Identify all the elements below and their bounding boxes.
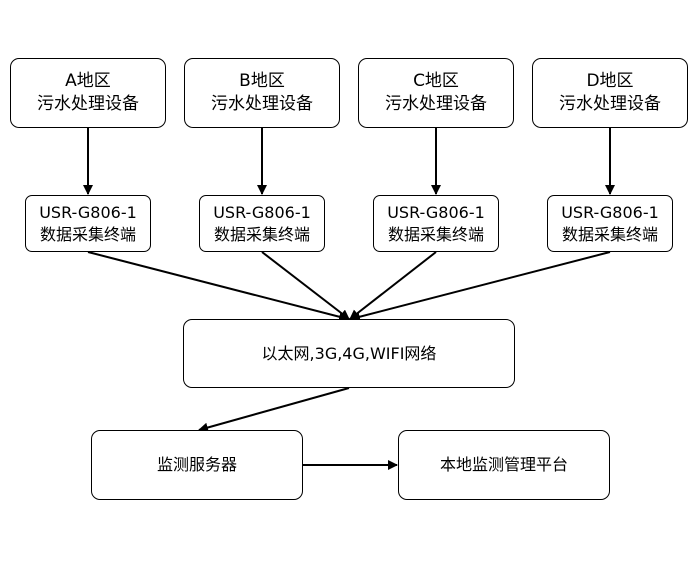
terminal-b-model: USR-G806-1 bbox=[213, 202, 311, 222]
network-box: 以太网,3G,4G,WIFI网络 bbox=[183, 319, 515, 388]
region-c-name: C地区 bbox=[413, 71, 459, 91]
server-label: 监测服务器 bbox=[156, 455, 237, 474]
region-d-name: D地区 bbox=[586, 71, 634, 91]
region-a-box: A地区 污水处理设备 bbox=[10, 58, 166, 128]
arrow-terminal-b-to-network bbox=[261, 251, 350, 320]
region-b-name: B地区 bbox=[239, 71, 285, 91]
terminal-c-box: USR-G806-1 数据采集终端 bbox=[373, 195, 499, 252]
region-d-device: 污水处理设备 bbox=[559, 94, 661, 114]
terminal-d-label: 数据采集终端 bbox=[561, 224, 658, 244]
terminal-c-label: 数据采集终端 bbox=[387, 224, 484, 244]
arrow-network-to-server bbox=[198, 387, 350, 433]
region-b-device: 污水处理设备 bbox=[211, 94, 313, 114]
terminal-d-box: USR-G806-1 数据采集终端 bbox=[547, 195, 673, 252]
platform-box: 本地监测管理平台 bbox=[398, 430, 610, 500]
region-a-name: A地区 bbox=[65, 71, 111, 91]
region-c-device: 污水处理设备 bbox=[385, 94, 487, 114]
arrow-terminal-a-to-network bbox=[87, 251, 349, 322]
terminal-b-box: USR-G806-1 数据采集终端 bbox=[199, 195, 325, 252]
terminal-d-model: USR-G806-1 bbox=[561, 202, 659, 222]
region-d-box: D地区 污水处理设备 bbox=[532, 58, 688, 128]
region-b-box: B地区 污水处理设备 bbox=[184, 58, 340, 128]
region-a-device: 污水处理设备 bbox=[37, 94, 139, 114]
terminal-a-box: USR-G806-1 数据采集终端 bbox=[25, 195, 151, 252]
server-box: 监测服务器 bbox=[91, 430, 303, 500]
platform-label: 本地监测管理平台 bbox=[439, 455, 568, 474]
terminal-b-label: 数据采集终端 bbox=[213, 224, 310, 244]
arrow-terminal-d-to-network bbox=[350, 251, 611, 322]
terminal-c-model: USR-G806-1 bbox=[387, 202, 485, 222]
terminal-a-model: USR-G806-1 bbox=[39, 202, 137, 222]
arrow-terminal-c-to-network bbox=[349, 251, 437, 320]
region-c-box: C地区 污水处理设备 bbox=[358, 58, 514, 128]
terminal-a-label: 数据采集终端 bbox=[39, 224, 136, 244]
network-label: 以太网,3G,4G,WIFI网络 bbox=[261, 343, 437, 363]
